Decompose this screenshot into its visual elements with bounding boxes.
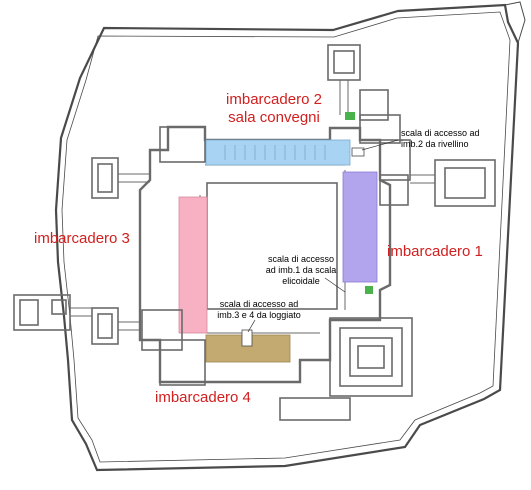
bridges bbox=[70, 80, 435, 331]
area-imbarcadero-2[interactable] bbox=[205, 139, 351, 166]
towers bbox=[13, 44, 496, 421]
annotation-leaders bbox=[247, 139, 399, 333]
annotation-elicoidale-line2: ad imb.1 da scala bbox=[265, 265, 337, 275]
label-imbarcadero-2-line1: imbarcadero 2 bbox=[226, 91, 322, 108]
label-imbarcadero-4: imbarcadero 4 bbox=[155, 389, 251, 406]
label-imbarcadero-3: imbarcadero 3 bbox=[34, 230, 130, 247]
area-imbarcadero-3[interactable] bbox=[178, 196, 208, 334]
outer-wall bbox=[54, 1, 526, 472]
annotation-rivellino-line2: imb.2 da rivellino bbox=[401, 139, 469, 149]
label-imbarcadero-2-line2: sala convegni bbox=[228, 109, 320, 126]
annotation-loggiato-line1: scala di accesso ad bbox=[219, 299, 299, 309]
annotation-elicoidale: scala di accesso ad imb.1 da scala elico… bbox=[256, 254, 346, 287]
stair-markers bbox=[241, 112, 373, 347]
annotation-loggiato: scala di accesso ad imb.3 e 4 da loggiat… bbox=[208, 299, 310, 321]
annotation-loggiato-line2: imb.3 e 4 da loggiato bbox=[217, 310, 301, 320]
area-imbarcadero-1[interactable] bbox=[342, 171, 378, 283]
label-imbarcadero-1: imbarcadero 1 bbox=[387, 243, 483, 260]
label-imbarcadero-2: imbarcadero 2 sala convegni bbox=[212, 91, 336, 127]
annotation-rivellino: scala di accesso ad imb.2 da rivellino bbox=[401, 128, 480, 150]
annotation-elicoidale-line3: elicoidale bbox=[282, 276, 320, 286]
annotation-elicoidale-line1: scala di accesso bbox=[267, 254, 335, 264]
seating-pattern bbox=[224, 145, 326, 160]
annotation-rivellino-line1: scala di accesso ad bbox=[401, 128, 480, 138]
